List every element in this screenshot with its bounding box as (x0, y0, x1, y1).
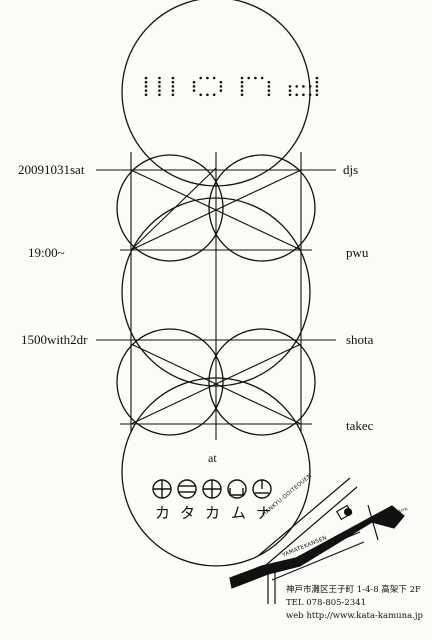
venue-kana-5: ナ (256, 504, 272, 522)
dj-name-2: shota (346, 332, 374, 347)
access-map (229, 477, 405, 604)
glyph-ka-icon (152, 479, 172, 499)
venue-kana-1: カ (155, 504, 171, 522)
glyph-ka2-icon (202, 479, 222, 499)
venue-kana-3: カ (205, 504, 221, 522)
cross1-line-c (130, 167, 217, 251)
glyph-ta-icon (177, 479, 197, 499)
title-dotted-lettering (144, 76, 319, 97)
pair1-left-circle (116, 154, 224, 262)
venue-web: web http://www.kata-kamuna.jp (286, 611, 423, 621)
venue-kana-2: タ (180, 504, 196, 522)
glyph-mu-icon (227, 479, 247, 499)
dj-name-1: pwu (346, 245, 369, 260)
venue-address: 神戸市灘区王子町 1-4-8 高架下 2F (286, 585, 421, 595)
pair1-right-circle (208, 154, 316, 262)
venue-tel: TEL 078-805-2341 (286, 598, 367, 608)
pair2-left-circle (116, 328, 224, 436)
event-time: 19:00~ (28, 245, 65, 260)
glyph-na-icon (252, 479, 272, 499)
event-date: 20091031sat (18, 162, 85, 177)
title-text: mond (150, 70, 152, 71)
venue-glyphs (152, 479, 272, 499)
venue-marker-icon (344, 508, 352, 516)
venue-kana-4: ム (231, 504, 247, 522)
event-price: 1500with2dr (21, 332, 88, 347)
venue-at-label: at (208, 451, 217, 465)
lineup-heading: djs (343, 162, 359, 177)
dj-name-3: takec (346, 418, 374, 433)
pair2-right-circle (208, 328, 316, 436)
